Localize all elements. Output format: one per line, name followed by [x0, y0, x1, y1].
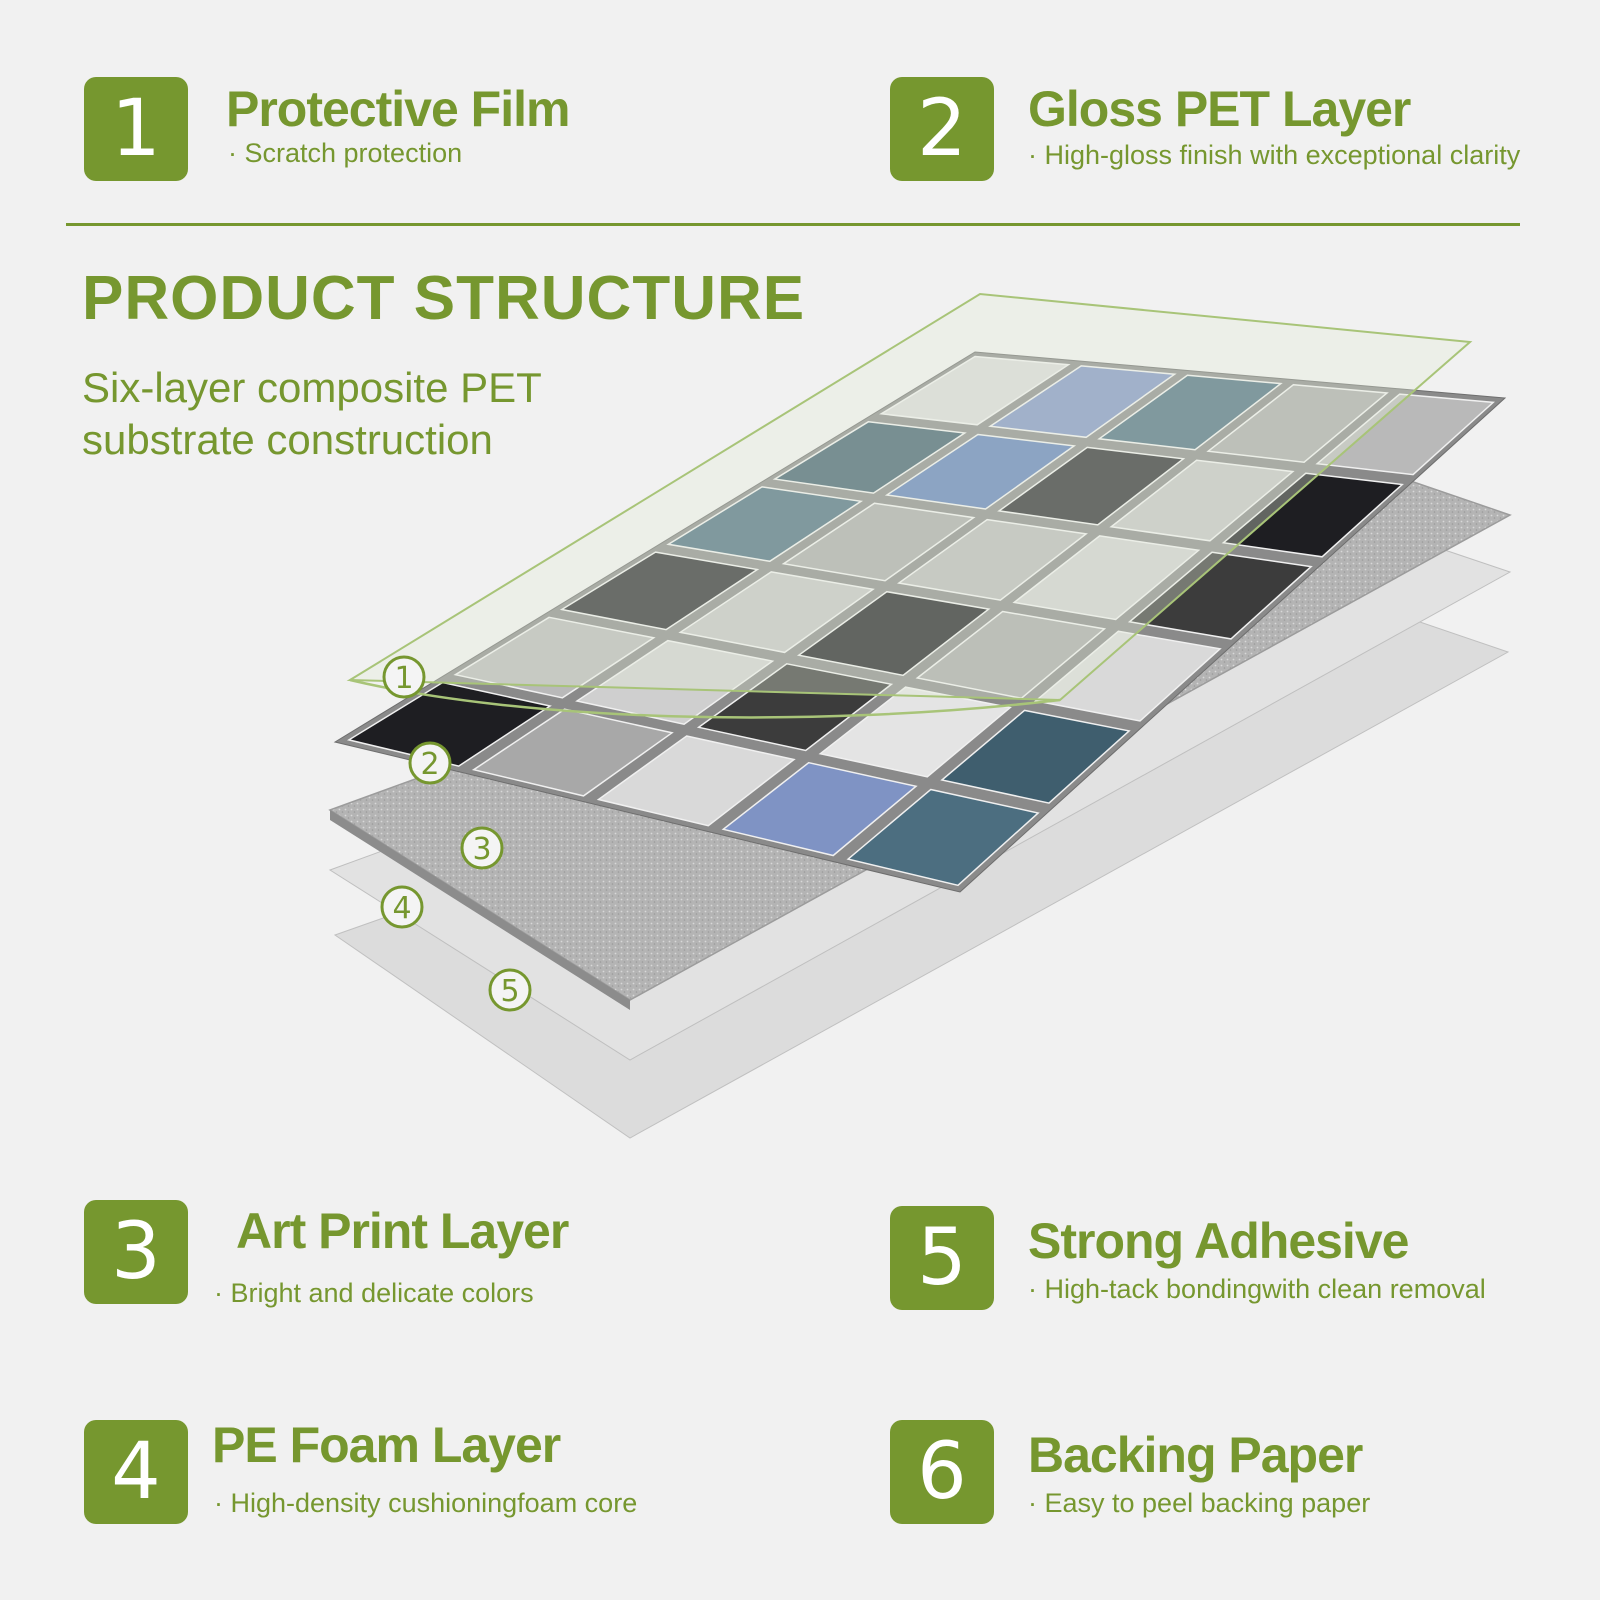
- feature-title: Art Print Layer: [236, 1203, 569, 1259]
- feature-number-badge: 5: [890, 1206, 994, 1310]
- svg-text:3: 3: [472, 832, 491, 867]
- mosaic-tile: [988, 365, 1177, 439]
- mosaic-tile: [1012, 535, 1201, 621]
- mosaic-tile: [678, 571, 875, 654]
- feature-title: PE Foam Layer: [212, 1417, 561, 1473]
- feature-description: · High-gloss finish with exceptional cla…: [1028, 140, 1521, 170]
- feature-title: Gloss PET Layer: [1028, 81, 1411, 137]
- svg-text:4: 4: [392, 891, 411, 926]
- mosaic-tile: [997, 446, 1186, 526]
- layer-protective-film: [346, 292, 1473, 702]
- layer-marker: 4: [380, 885, 424, 929]
- feature-number-badge: 4: [84, 1420, 188, 1524]
- svg-text:5: 5: [500, 974, 519, 1009]
- mosaic-tile: [1034, 630, 1222, 722]
- feature-number-badge: 1: [84, 77, 188, 181]
- feature-number-badge: 3: [84, 1200, 188, 1304]
- mosaic-tile: [346, 681, 552, 767]
- mosaic-tile: [1127, 551, 1313, 640]
- feature-title: Strong Adhesive: [1028, 1213, 1409, 1269]
- svg-text:2: 2: [420, 747, 439, 782]
- layer-foam-edge: [330, 810, 630, 1010]
- mosaic-tile: [596, 735, 796, 827]
- feature-number-badge: 6: [890, 1420, 994, 1524]
- feature-number-badge: 2: [890, 77, 994, 181]
- mosaic-tile: [1206, 383, 1389, 463]
- mosaic-tile: [781, 502, 976, 582]
- mosaic-tile: [575, 639, 775, 726]
- mosaic-tile: [559, 551, 760, 631]
- mosaic-tile: [897, 518, 1088, 601]
- layer-diagram: 1 2 3 4 5: [328, 292, 1512, 1139]
- film-peel-curve: [349, 678, 1061, 719]
- mosaic-tile: [666, 486, 864, 563]
- tile-grid: [346, 355, 1495, 887]
- feature-description: · Easy to peel backing paper: [1028, 1488, 1371, 1518]
- mosaic-tile: [1315, 393, 1495, 476]
- layer-marker: 2: [408, 741, 452, 785]
- page-subtitle: Six-layer composite PET substrate constr…: [82, 364, 542, 463]
- mosaic-tile: [796, 590, 991, 677]
- feature-description: · High-tack bondingwith clean removal: [1028, 1274, 1486, 1304]
- feature-title: Protective Film: [226, 81, 570, 137]
- layer-art-print: [333, 351, 1507, 893]
- feature-description: · Bright and delicate colors: [214, 1278, 534, 1308]
- section-divider: [66, 223, 1520, 226]
- mosaic-tile: [1097, 374, 1283, 451]
- svg-text:1: 1: [394, 661, 413, 696]
- page-title: PRODUCT STRUCTURE: [82, 264, 806, 333]
- mosaic-tile: [879, 355, 1071, 426]
- mosaic-tile: [884, 433, 1077, 510]
- feature-description: · High-density cushioningfoam core: [214, 1488, 638, 1518]
- mosaic-tile: [940, 709, 1131, 804]
- mosaic-tile: [1109, 459, 1295, 542]
- mosaic-tile: [471, 708, 674, 797]
- layer-marker: 5: [488, 968, 532, 1012]
- mosaic-tile: [1221, 472, 1404, 558]
- mosaic-tile: [721, 761, 918, 857]
- layer-marker: 3: [460, 826, 504, 870]
- feature-title: Backing Paper: [1028, 1427, 1363, 1483]
- mosaic-tile: [772, 420, 967, 494]
- mosaic-tile: [453, 616, 656, 699]
- mosaic-tile: [846, 788, 1040, 887]
- layer-marker: 1: [382, 655, 426, 699]
- feature-description: · Scratch protection: [228, 138, 463, 168]
- mosaic-tile: [696, 663, 894, 752]
